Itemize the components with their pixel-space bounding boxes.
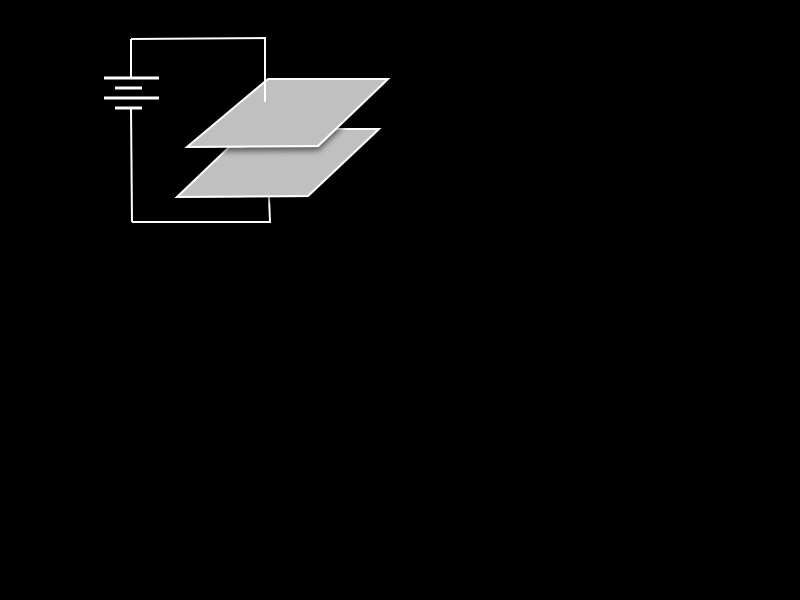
wire-bottom-rail <box>132 196 272 223</box>
battery-symbol <box>104 76 159 110</box>
wire-top-rail <box>130 36 266 102</box>
wire-battery-bottom <box>130 107 133 223</box>
capacitor-plate-upper <box>184 78 391 149</box>
